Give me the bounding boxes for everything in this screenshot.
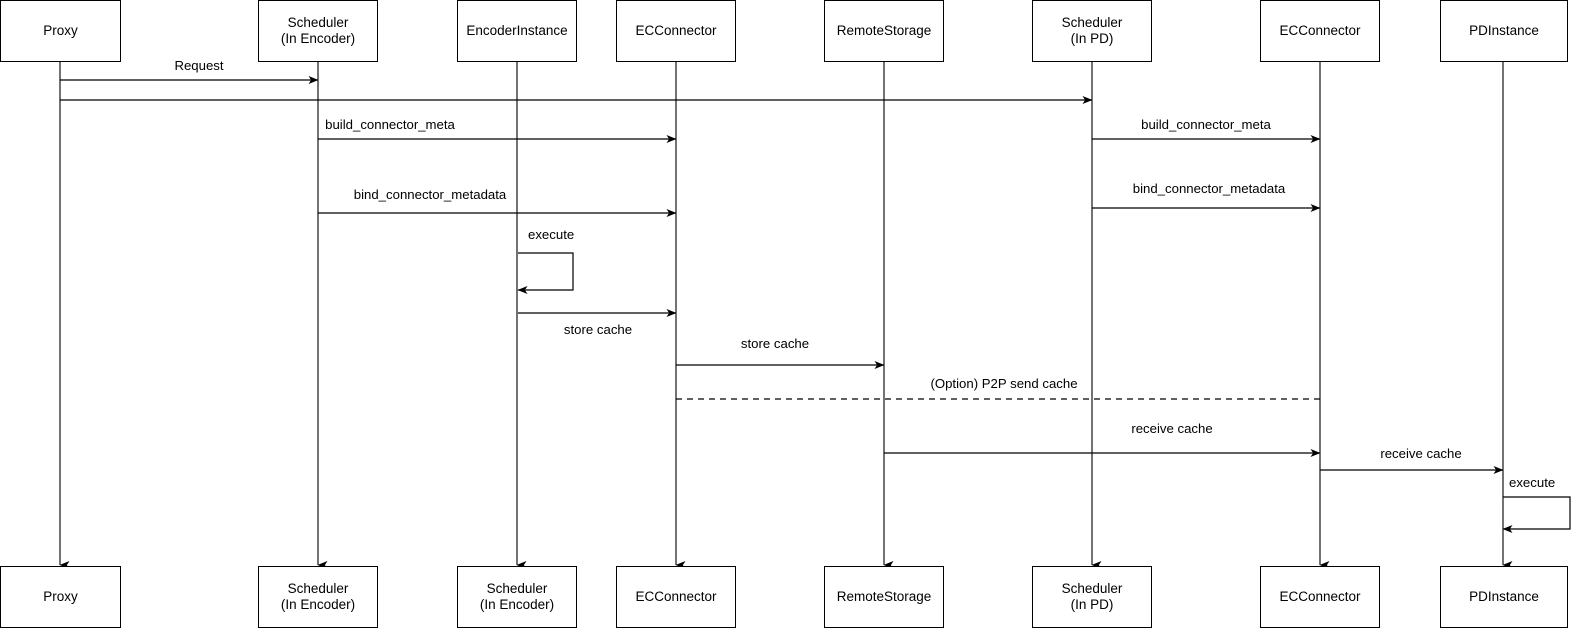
message-label-m9: (Option) P2P send cache [930,376,1078,391]
participant-label-top-sched_pd: Scheduler (In PD) [1061,14,1123,47]
lifelines-group [59,60,1513,569]
self-messages-group [517,252,1571,533]
participant-box-top-remote_store[interactable]: RemoteStorage [824,0,944,62]
participant-label-bottom-ec_conn_pd: ECConnector [1279,588,1361,604]
message-label-m6: bind_connector_metadata [1132,181,1286,196]
participant-label-bottom-sched_pd: Scheduler (In PD) [1061,580,1123,613]
participant-box-top-sched_pd[interactable]: Scheduler (In PD) [1032,0,1152,62]
self-message-arrow-s2[interactable] [1502,496,1571,533]
participant-box-bottom-encoder_inst[interactable]: Scheduler (In Encoder) [457,566,577,628]
participant-box-bottom-ec_conn_enc[interactable]: ECConnector [616,566,736,628]
participant-label-top-encoder_inst: EncoderInstance [466,22,568,38]
participant-label-bottom-remote_store: RemoteStorage [836,588,932,604]
message-label-m4: build_connector_meta [1141,117,1271,132]
message-label-m11: receive cache [1380,446,1462,461]
participant-box-bottom-ec_conn_pd[interactable]: ECConnector [1260,566,1380,628]
participant-box-top-pd_inst[interactable]: PDInstance [1440,0,1568,62]
participant-label-bottom-proxy: Proxy [43,588,78,604]
participant-box-top-encoder_inst[interactable]: EncoderInstance [457,0,577,62]
participant-label-top-proxy: Proxy [43,22,78,38]
participant-label-top-ec_conn_enc: ECConnector [635,22,717,38]
participant-box-bottom-sched_enc[interactable]: Scheduler (In Encoder) [258,566,378,628]
participant-label-bottom-pd_inst: PDInstance [1469,588,1539,604]
participant-box-top-proxy[interactable]: Proxy [0,0,121,62]
participant-box-top-sched_enc[interactable]: Scheduler (In Encoder) [258,0,378,62]
participant-box-top-ec_conn_pd[interactable]: ECConnector [1260,0,1380,62]
message-label-m1: Request [174,58,224,73]
participant-box-top-ec_conn_enc[interactable]: ECConnector [616,0,736,62]
message-label-m8: store cache [740,336,810,351]
message-label-m3: build_connector_meta [325,117,455,132]
participant-label-top-remote_store: RemoteStorage [836,22,932,38]
self-message-label-s2: execute [1509,475,1556,490]
participant-box-bottom-proxy[interactable]: Proxy [0,566,121,628]
participant-box-bottom-sched_pd[interactable]: Scheduler (In PD) [1032,566,1152,628]
participant-box-bottom-pd_inst[interactable]: PDInstance [1440,566,1568,628]
participant-label-bottom-sched_enc: Scheduler (In Encoder) [280,580,356,613]
messages-group [60,76,1504,474]
participant-label-bottom-ec_conn_enc: ECConnector [635,588,717,604]
participant-label-bottom-encoder_inst: Scheduler (In Encoder) [479,580,555,613]
self-message-label-s1: execute [528,227,575,242]
message-label-m5: bind_connector_metadata [353,187,507,202]
message-label-m7: store cache [563,322,633,337]
participant-label-top-ec_conn_pd: ECConnector [1279,22,1361,38]
message-label-m10: receive cache [1131,421,1213,436]
self-message-arrow-s1[interactable] [517,252,574,294]
participant-label-top-pd_inst: PDInstance [1469,22,1539,38]
participant-label-top-sched_enc: Scheduler (In Encoder) [280,14,356,47]
participant-box-bottom-remote_store[interactable]: RemoteStorage [824,566,944,628]
